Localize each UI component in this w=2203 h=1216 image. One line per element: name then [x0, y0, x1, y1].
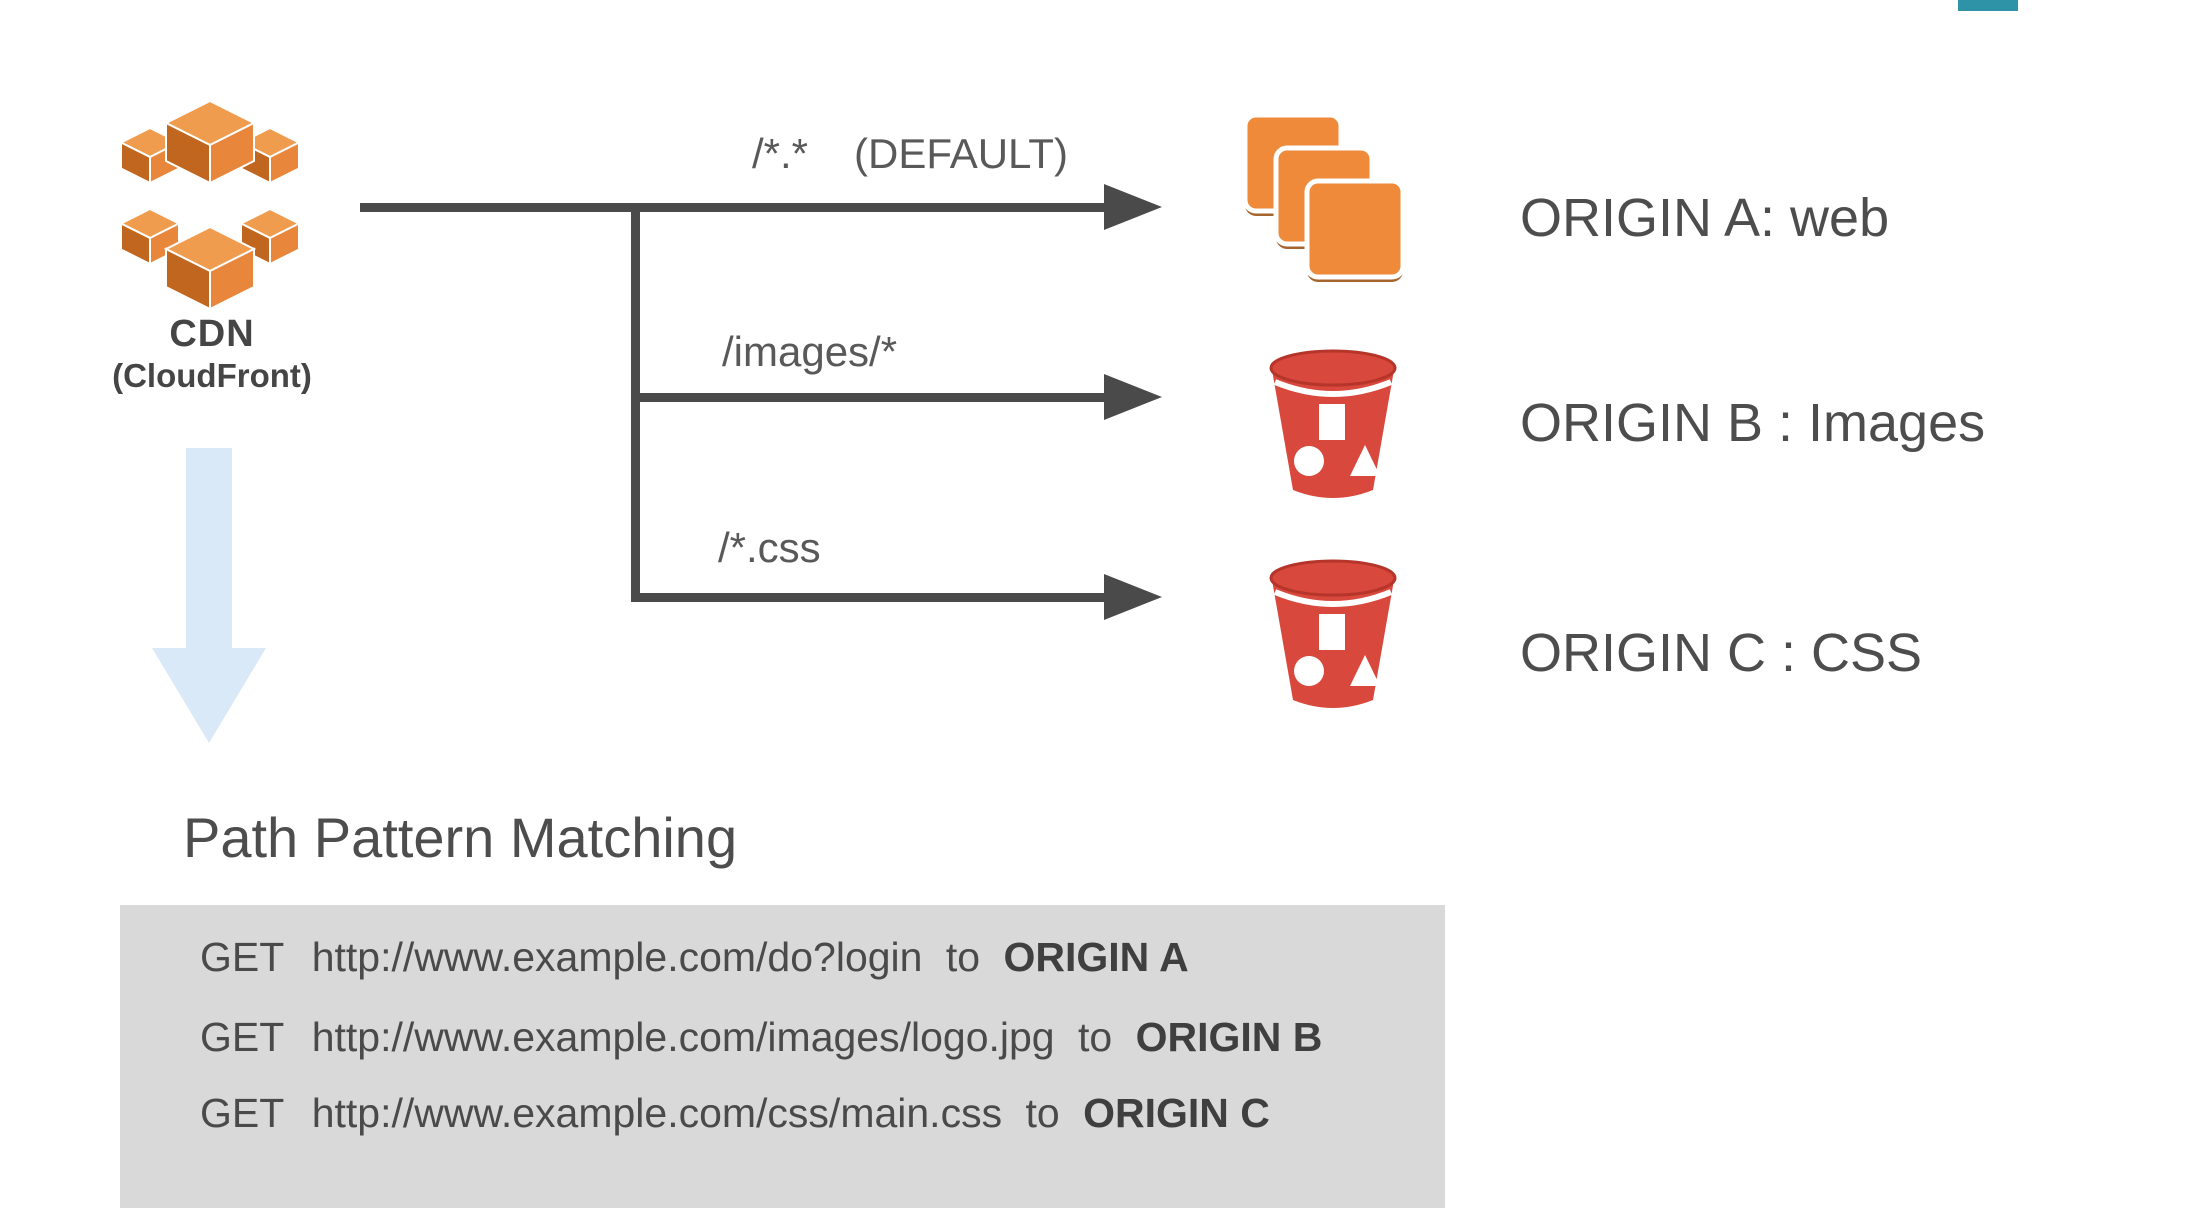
request-connector: to [945, 934, 981, 980]
cloudfront-icon [120, 99, 300, 310]
example-panel [120, 905, 1445, 1208]
request-connector: to [1078, 1014, 1113, 1060]
section-title: Path Pattern Matching [183, 806, 738, 869]
route-pattern: /*.* [752, 130, 809, 177]
cdn-title: CDN [169, 313, 255, 355]
route-label-images: /images/* [722, 328, 897, 376]
request-line: GET http://www.example.com/css/main.css … [200, 1089, 1270, 1137]
flow-line-default [360, 203, 1107, 212]
flow-arrowhead-default [1104, 184, 1162, 230]
route-note: (DEFAULT) [854, 130, 1068, 177]
cdn-subtitle: (CloudFront) [112, 357, 312, 394]
corner-accent [1958, 0, 2018, 11]
flow-branch-line [631, 203, 640, 602]
down-arrow-head [152, 648, 266, 743]
flow-line-images [636, 393, 1106, 402]
request-origin: ORIGIN C [1083, 1090, 1270, 1136]
request-line: GET http://www.example.com/do?login to O… [200, 933, 1189, 981]
request-line: GET http://www.example.com/images/logo.j… [200, 1013, 1322, 1061]
request-method: GET [200, 1014, 285, 1060]
request-method: GET [200, 1090, 285, 1136]
request-url: http://www.example.com/images/logo.jpg [311, 1014, 1055, 1060]
request-url: http://www.example.com/css/main.css [311, 1090, 1003, 1136]
origin-a-label: ORIGIN A: web [1520, 188, 1890, 248]
flow-line-css [636, 593, 1106, 602]
flow-arrowhead-images [1104, 374, 1162, 420]
flow-arrowhead-css [1104, 574, 1162, 620]
request-origin: ORIGIN B [1135, 1014, 1323, 1060]
down-arrow-icon [186, 448, 232, 650]
request-method: GET [200, 934, 285, 980]
app-stack-icon [1243, 113, 1406, 282]
origin-b-label: ORIGIN B : Images [1520, 393, 1986, 453]
s3-bucket-icon [1269, 349, 1397, 498]
route-pattern: /images/* [722, 328, 898, 375]
request-url: http://www.example.com/do?login [311, 934, 923, 980]
cdn-label-block: CDN (CloudFront) [62, 312, 362, 396]
route-label-css: /*.css [718, 524, 821, 572]
request-origin: ORIGIN A [1003, 934, 1189, 980]
request-connector: to [1025, 1090, 1060, 1136]
origin-c-label: ORIGIN C : CSS [1520, 623, 1923, 683]
route-pattern: /*.css [718, 524, 821, 571]
route-label-default: /*.* (DEFAULT) [752, 130, 1068, 178]
s3-bucket-icon [1269, 559, 1397, 708]
